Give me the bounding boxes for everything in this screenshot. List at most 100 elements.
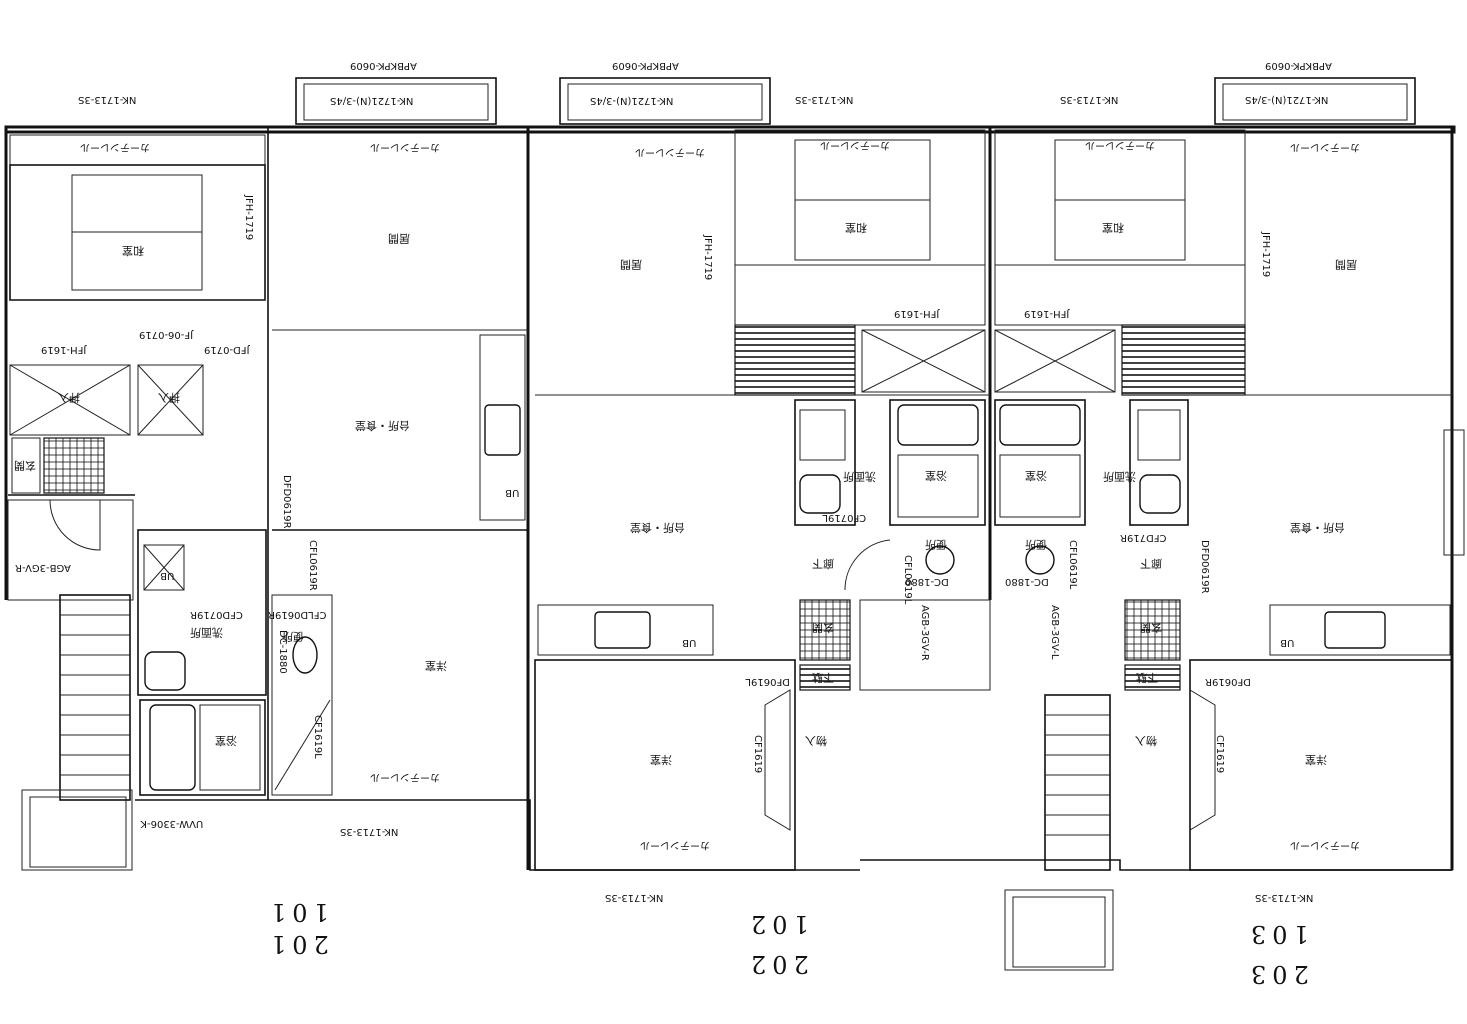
curtain-rail-label: カーテンレール [635, 146, 705, 158]
door-code: DC-1880 [1005, 576, 1049, 587]
window-label: NK-1721(N)-3/4S [1245, 94, 1328, 105]
curtain-rail-label: カーテンレール [820, 139, 890, 151]
door-code: CF1619 [1214, 735, 1225, 773]
appliance-label: UB [682, 637, 696, 648]
room-label: 浴室 [925, 469, 947, 483]
unit-103 [994, 129, 1465, 971]
window-label: NK-1721(N)-3/4S [590, 95, 673, 106]
room-label: 物入 [805, 734, 827, 748]
door-code: CFL0619L [1067, 540, 1078, 590]
room-label: 台所・食堂 [630, 521, 685, 535]
curtain-rail-label: カーテンレール [1290, 839, 1360, 851]
door-code: JFH-1619 [1024, 308, 1070, 319]
appliance-label: UB [505, 487, 519, 498]
door-code: JFH-1719 [1260, 231, 1271, 277]
curtain-rail-label: カーテンレール [1085, 139, 1155, 151]
room-label: 玄関 [812, 621, 834, 635]
room-label: 和室 [122, 244, 144, 258]
top-window-boxes [295, 77, 1416, 125]
door-code: JF-06-0719 [139, 329, 194, 340]
appliance-label: UB [1280, 637, 1294, 648]
window-label: NK-1713-3S [1060, 94, 1118, 105]
door-code: JFH-1719 [243, 194, 254, 240]
room-label: 便所 [282, 630, 304, 643]
unit-number: 103 [1245, 920, 1309, 948]
room-label: 便所 [925, 538, 947, 551]
appliance-marks: UB UB UB UB [160, 487, 1294, 648]
door-code: CFLD0619R [268, 609, 326, 620]
window-label: NK-1713-3S [1255, 892, 1313, 903]
curtain-rail-label: カーテンレール [370, 771, 440, 783]
unit-102 [534, 129, 991, 871]
door-code: JFH-1719 [702, 234, 713, 280]
unit-101 [7, 134, 528, 871]
room-label: 台所・食堂 [1290, 521, 1345, 535]
unit-number: 102 [745, 910, 809, 938]
door-code: CFL0619R [307, 540, 318, 591]
window-label: NK-1721(N)-3/4S [330, 95, 413, 106]
door-code: DFD0619R [281, 475, 292, 529]
room-labels: 和室 居間 台所・食堂 洋室 押入 押入 玄関 浴室 洗面所 便所 居間 和室 … [14, 221, 1357, 767]
curtain-rail-label: カーテンレール [370, 141, 440, 153]
appliance-label: UB [160, 570, 174, 581]
unit-numbers: 101 201 102 202 103 203 [265, 898, 1309, 988]
window-label: NK-1713-3S [795, 94, 853, 105]
room-label: 押入 [58, 391, 80, 405]
door-code: AGB-3GV-L [1049, 605, 1060, 660]
window-labels-bottom: UVW-3306-K NK-1713-3S NK-1713-3S NK-1713… [140, 818, 1313, 903]
unit-number: 201 [265, 930, 329, 958]
room-label: 洋室 [1305, 753, 1327, 767]
room-label: 洋室 [650, 753, 672, 767]
room-label: 押入 [158, 391, 180, 405]
room-label: 浴室 [215, 734, 237, 748]
room-label: 廊下 [812, 557, 834, 571]
room-label: 玄関 [14, 459, 36, 473]
window-label: NK-1713-3S [605, 892, 663, 903]
door-code: DC-1880 [277, 630, 288, 674]
window-label: NK-1713-3S [340, 826, 398, 837]
room-label: 洗面所 [843, 470, 876, 483]
door-code: DC-1880 [905, 576, 949, 587]
door-code: AGB-3GV-R [15, 562, 71, 573]
curtain-rail-label: カーテンレール [80, 141, 150, 153]
room-label: 居間 [1335, 258, 1357, 271]
door-code: JFD-0719 [204, 344, 250, 355]
door-code: CFD719R [1120, 532, 1167, 543]
window-label: NK-1713-3S [78, 94, 136, 105]
room-label: 下駄 [812, 671, 834, 685]
room-label: 浴室 [1025, 469, 1047, 483]
room-label: 玄関 [1140, 621, 1162, 635]
window-label: APBKPK-0609 [612, 60, 679, 71]
door-codes: JFH-1719 JF-06-0719 JFD-0719 JFH-1619 AG… [15, 194, 1271, 773]
door-code: CF0719L [822, 512, 866, 523]
window-label: APBKPK-0609 [1265, 60, 1332, 71]
room-label: 洗面所 [190, 626, 223, 639]
unit-number: 203 [1245, 960, 1309, 988]
room-label: 和室 [845, 221, 867, 235]
window-label: APBKPK-0609 [350, 60, 417, 71]
window-label: UVW-3306-K [140, 818, 203, 829]
room-label: 物入 [1135, 734, 1157, 748]
exterior-walls [4, 125, 1456, 871]
room-label: 居間 [388, 232, 410, 245]
curtain-rail-label: カーテンレール [640, 839, 710, 851]
door-code: CFD0719R [190, 609, 243, 620]
curtain-rail-label: カーテンレール [1290, 141, 1360, 153]
door-code: DFD0619R [1199, 540, 1210, 594]
door-code: DF0619R [1205, 676, 1251, 687]
stairs-101 [60, 614, 130, 776]
room-label: 居間 [620, 258, 642, 271]
unit-number: 202 [745, 950, 809, 978]
room-label: 下駄 [1136, 671, 1158, 685]
door-code: AGB-3GV-R [919, 605, 930, 661]
window-labels-top: NK-1713-3S APBKPK-0609 NK-1721(N)-3/4S A… [78, 60, 1332, 106]
door-code: JFH-1619 [894, 308, 940, 319]
room-label: 台所・食堂 [355, 419, 410, 433]
door-code: DF0619L [745, 676, 790, 687]
room-label: 廊下 [1140, 557, 1162, 571]
room-label: 洋室 [425, 659, 447, 673]
curtain-rails: カーテンレール カーテンレール カーテンレール カーテンレール カーテンレール … [80, 139, 1360, 851]
door-code: JFH-1619 [41, 344, 87, 355]
door-code: CFL0619L [902, 555, 913, 605]
